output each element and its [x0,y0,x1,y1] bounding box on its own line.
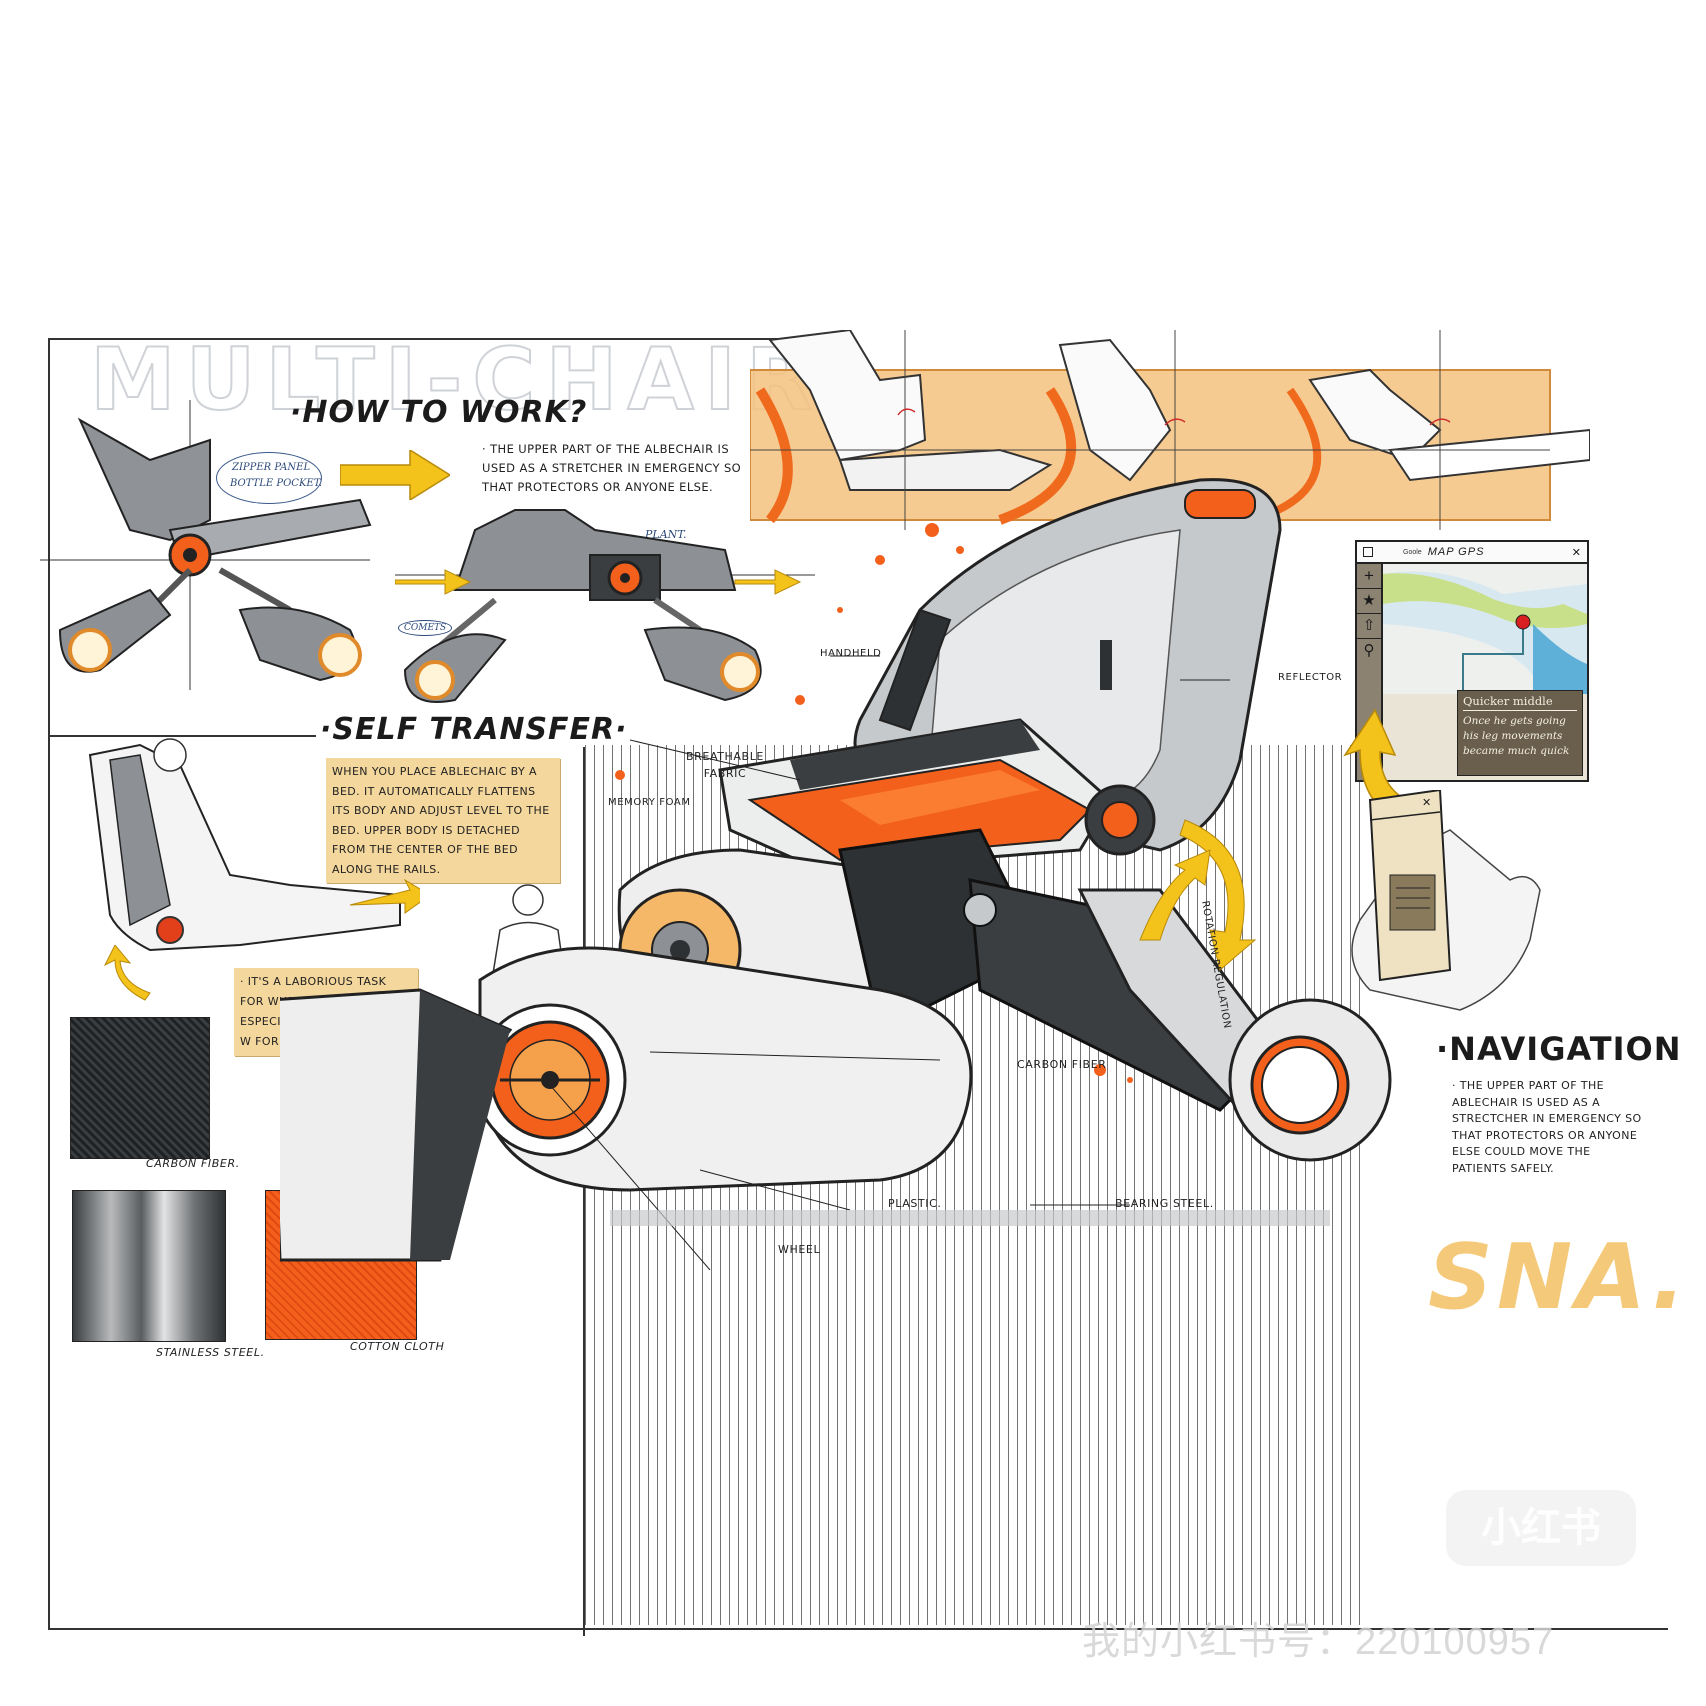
map-canvas[interactable] [1383,564,1587,694]
swatch-stainless-steel [72,1190,226,1342]
swatch-carbon-fiber [70,1017,210,1159]
map-search-icon[interactable]: ⚲ [1363,642,1375,659]
phone-close-icon[interactable]: ✕ [1422,797,1432,809]
map-window: Goole MAP GPS ✕ + ★ ⇧ ⚲ Quicker middle O… [1355,540,1589,782]
how-to-work-note: · THE UPPER PART OF THE ALBECHAIR IS USE… [482,442,742,494]
callout-memory-foam: MEMORY FOAM [608,797,691,808]
plant-label: PLANT. [645,528,687,541]
navigation-note: · THE UPPER PART OF THE ABLECHAIR IS USE… [1452,1079,1642,1175]
swatch-label-carbon-fiber: CARBON FIBER. [146,1157,240,1170]
map-zoom-in-button[interactable]: + [1357,564,1381,589]
callout-carbon-fiber: CARBON FIBER [1017,1058,1107,1071]
map-titlebar: Goole MAP GPS ✕ [1357,542,1587,564]
watermark-id: 我的小红书号：220100957 [1082,1621,1555,1663]
swatch-label-stainless-steel: STAINLESS STEEL. [156,1346,265,1359]
map-title: MAP GPS [1427,546,1485,558]
map-info-card-body: Once he gets going his leg movements bec… [1463,715,1570,757]
watermark-logo: 小红书 [1446,1490,1636,1566]
swatch-label-cotton-cloth: COTTON CLOTH [350,1340,445,1353]
map-up-arrow-icon[interactable]: ⇧ [1357,614,1381,639]
banner-text: MULTI-CHAIR [89,329,823,431]
callout-plastic: PLASTIC. [888,1197,942,1210]
self-transfer-note-1: WHEN YOU PLACE ABLECHAIC BY A BED. IT AU… [326,758,560,883]
map-info-card-title: Quicker middle [1463,694,1577,711]
callout-bearing-steel: BEARING STEEL. [1115,1197,1214,1210]
yellow-arrow-right-icon [340,450,450,500]
how-to-work-sketch-stretcher [395,509,815,703]
map-info-card: Quicker middle Once he gets going his le… [1457,690,1583,776]
main-chair-render [280,478,1392,1270]
how-to-work-title: ·HOW TO WORK? [290,395,588,430]
self-transfer-sketch-seat [88,738,420,952]
map-star-icon[interactable]: ★ [1357,589,1381,614]
callout-handheld: HANDHELD [820,648,882,659]
comets-label: COMETS [398,620,453,636]
yellow-arrow-up-icon [103,945,151,1001]
frame-bottom [48,1628,1668,1630]
zipper-callout-text-1: ZIPPER PANEL [232,462,311,473]
frame-top-left [48,338,778,340]
artist-signature: SNA. [1428,1225,1690,1330]
callout-reflector: REFLECTOR [1278,672,1343,683]
frame-left [48,338,50,1628]
zipper-callout-text-2: BOTTLE POCKET. [230,478,323,489]
hand-holding-phone [1351,790,1541,1011]
callout-breathable-fabric: BREATHABLE FABRIC [686,750,764,780]
map-brand: Goole [1403,548,1422,556]
map-window-icon [1363,547,1373,557]
how-to-work-sketch-chair [40,400,372,690]
navigation-title: ·NAVIGATION [1436,1030,1682,1068]
zipper-callout-bubble [216,452,322,504]
callout-wheel: WHEEL [778,1243,821,1256]
self-transfer-title: ·SELF TRANSFER· [316,712,632,747]
map-close-icon[interactable]: ✕ [1571,546,1581,559]
